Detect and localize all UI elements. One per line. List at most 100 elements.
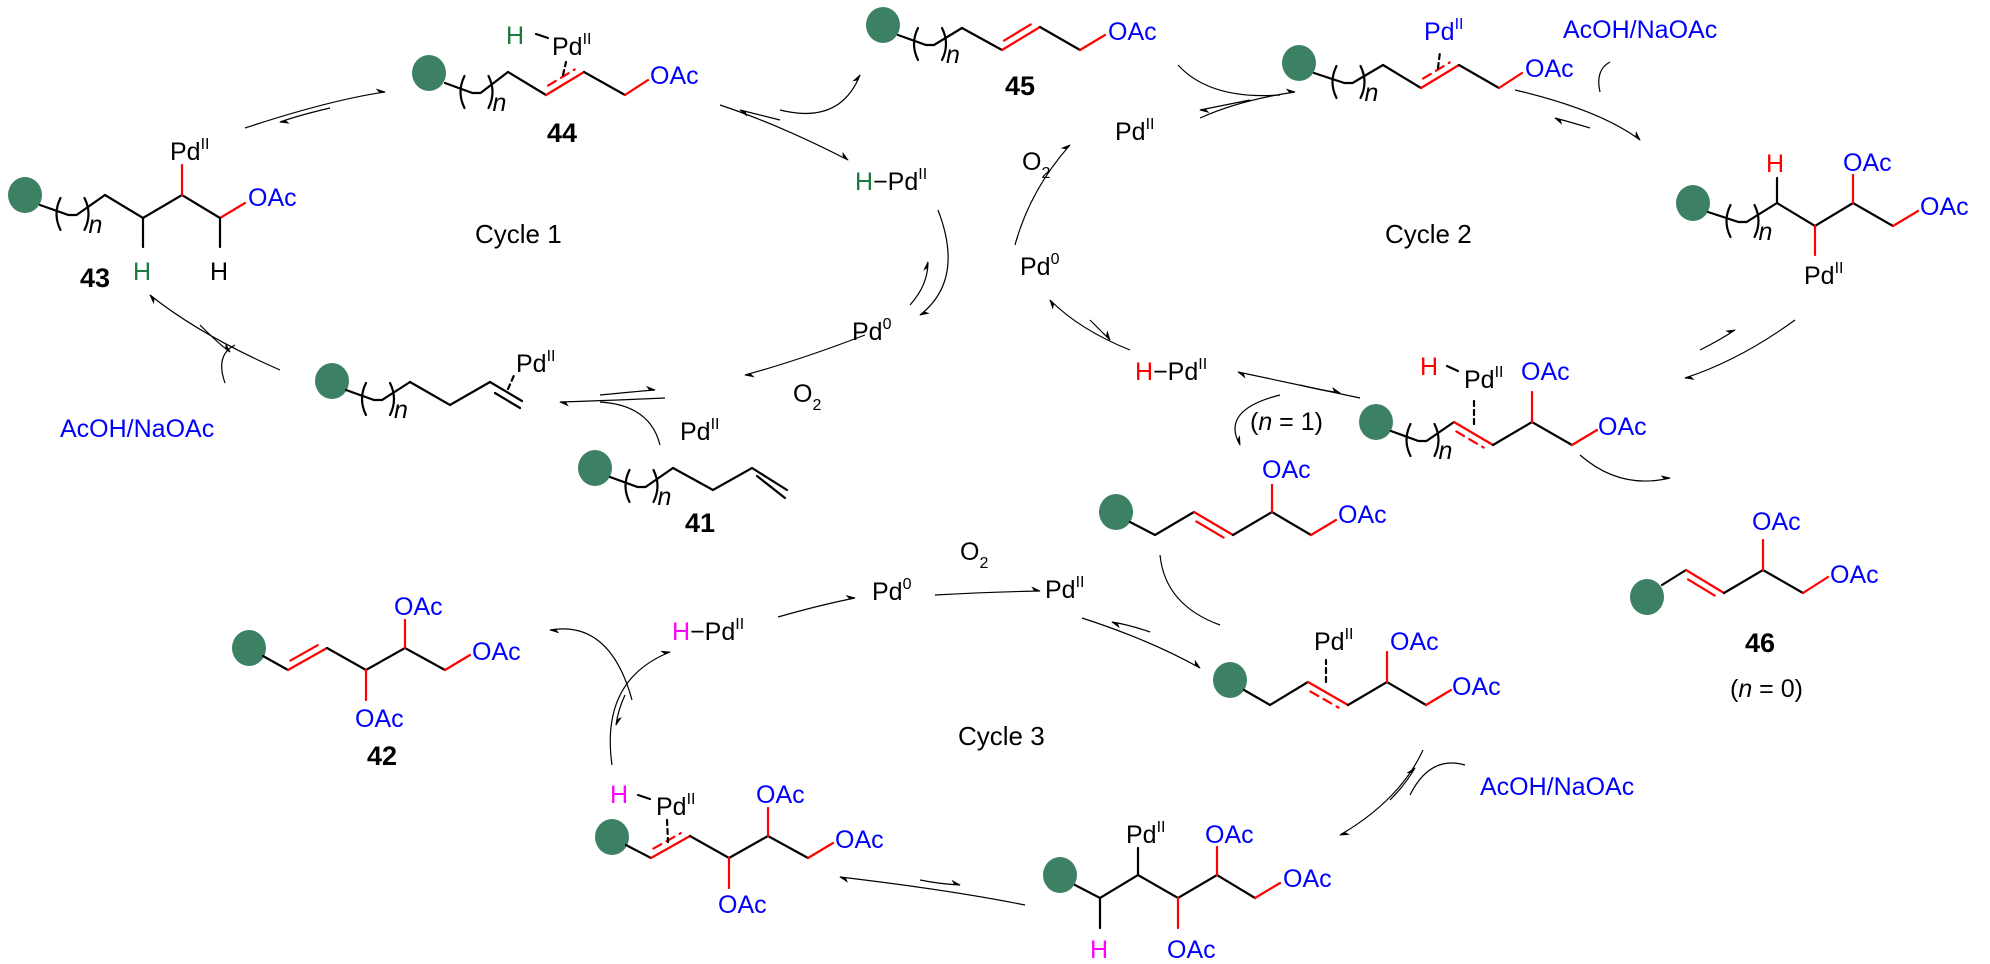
palladium: Pd — [516, 350, 547, 378]
paren-open — [1405, 422, 1412, 458]
compound-label-42: 42 — [367, 741, 397, 771]
pi-coordination — [561, 60, 568, 77]
acetate: OAc — [1452, 673, 1501, 701]
reagent-acoh-naoac-cycle1: AcOH/NaOAc — [60, 415, 214, 443]
arrow-pdii-to-pi-complex — [559, 397, 666, 407]
solid-support-bead-icon — [866, 7, 900, 43]
oac-group: OAc — [1338, 501, 1387, 529]
palladium: Pd — [852, 318, 883, 346]
arrow-hpd-complex-to-alkyl-cycle3 — [919, 879, 961, 886]
oxidation-state: 0 — [883, 316, 892, 333]
arrow-pdii-to-pi-complex-cycle3 — [1081, 617, 1201, 669]
double-bond-outer — [1192, 510, 1235, 537]
bond — [1231, 510, 1313, 537]
arrow-hpd-to-complex-cycle2 — [1299, 384, 1341, 394]
o2-reagent-cycle2: O2 — [1022, 148, 1050, 182]
double-bond-outer — [649, 834, 692, 860]
palladium: Pd — [1045, 576, 1076, 604]
arrow-pd0-to-hpd — [909, 261, 929, 306]
double-bond-inner — [755, 474, 787, 500]
paren-close — [1753, 203, 1760, 239]
arrow-pi-complex-to-pdii-cycle2 — [1199, 99, 1251, 114]
solid-support-bead-icon — [232, 630, 266, 666]
acetate: OAc — [1525, 55, 1574, 83]
arrow-pi-complex-to-pdii — [599, 385, 656, 396]
repeat-n: n — [1439, 437, 1453, 465]
text-part: 44 — [547, 118, 577, 148]
o-c-bond — [443, 653, 472, 672]
double-bond-inner — [1421, 61, 1451, 80]
pd-label: PdII — [552, 31, 591, 61]
text-part: O — [960, 538, 979, 566]
double-bond-inner — [1309, 690, 1340, 709]
arrow-n1-branch — [1234, 394, 1281, 446]
bond — [1346, 680, 1428, 707]
h-pd-bond — [636, 793, 652, 801]
pd-label: PdII — [1126, 819, 1165, 849]
o-c-bond — [1570, 428, 1599, 447]
pi-coordination — [665, 818, 670, 844]
acetate: OAc — [1843, 149, 1892, 177]
pd-label: PdII — [1804, 260, 1843, 290]
pd0-cycle1: Pd0 — [852, 316, 892, 346]
h-pd-bond — [534, 32, 550, 40]
repeat-index: n — [1759, 218, 1773, 246]
oac-group: OAc — [1452, 673, 1501, 701]
compound-label-46: 46 — [1745, 628, 1775, 658]
pdii-cycle3: PdII — [1045, 574, 1084, 604]
double-bond-outer — [286, 646, 329, 672]
chain-bond — [38, 193, 107, 217]
oac-group: OAc — [1390, 628, 1439, 656]
pi-coordination — [506, 371, 517, 391]
pd-label: PdII — [1314, 626, 1353, 656]
palladium: Pd — [1314, 628, 1345, 656]
text-part: 41 — [685, 508, 715, 538]
text-part: O — [1022, 148, 1041, 176]
solid-support-bead-icon — [315, 363, 349, 399]
solid-support-bead-icon — [1282, 45, 1316, 81]
arrow-hpd-complex-to-alkyl-cycle2 — [1699, 329, 1736, 351]
paren-open — [1331, 64, 1338, 100]
acetate: OAc — [355, 705, 404, 733]
repeat-n: n — [658, 483, 672, 511]
bond — [1078, 33, 1107, 52]
arrow-hpd-to-44 — [739, 109, 781, 121]
chain-bond — [1706, 201, 1779, 224]
solid-support-bead-icon — [412, 55, 446, 91]
arrow-alkyl-to-hpd-complex-cycle3 — [839, 876, 1026, 906]
palladium: Pd — [1115, 118, 1146, 146]
palladium: Pd — [1126, 821, 1157, 849]
palladium: Pd — [1020, 253, 1051, 281]
oac-group: OAc — [1525, 55, 1574, 83]
repeat-index: n — [394, 396, 408, 424]
double-bond-outer — [1452, 420, 1495, 447]
acetate: OAc — [1752, 508, 1801, 536]
oac-group: OAc — [394, 593, 443, 621]
hydrogen: H — [210, 258, 228, 286]
reaction-arrows — [149, 61, 1796, 906]
oxidation-state: II — [735, 616, 744, 633]
oxidation-state: II — [687, 791, 696, 808]
oxidation-state: II — [1835, 260, 1844, 277]
h-label: H — [1766, 150, 1784, 178]
solid-support-bead-icon — [1676, 185, 1710, 221]
acetate: OAc — [1390, 628, 1439, 656]
repeat-index: n — [946, 41, 960, 69]
acetate: OAc — [1283, 865, 1332, 893]
acetate: OAc — [394, 593, 443, 621]
text-part: 42 — [367, 741, 397, 771]
reagent-acoh-naoac-cycle2: AcOH/NaOAc — [1563, 16, 1717, 44]
arrow-pi-complex-to-pdii-cycle3 — [1111, 621, 1151, 633]
arrow-43-to-pi-complex — [199, 324, 231, 353]
palladium: Pd — [1168, 358, 1199, 386]
acetate: OAc — [650, 62, 699, 90]
cycle-3-label: Cycle 3 — [958, 721, 1045, 751]
arrow-complex-to-hpd-cycle2 — [1237, 371, 1361, 399]
arrow-hpd-to-pd0 — [919, 209, 949, 316]
pd-label: PdII — [1464, 364, 1503, 394]
acetate: OAc — [1108, 18, 1157, 46]
